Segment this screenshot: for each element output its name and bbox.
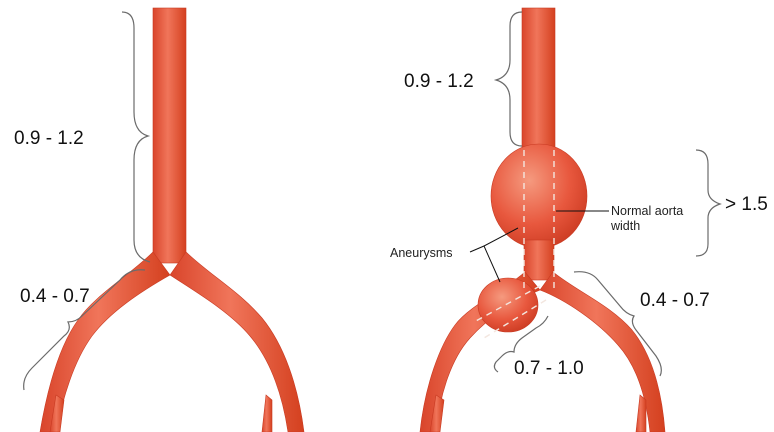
aorta-trunk — [153, 8, 186, 263]
aortic-aneurysm-bulge — [491, 144, 587, 248]
aorta-range-label: 0.9 - 1.2 — [14, 128, 84, 149]
aorta-trunk-upper — [522, 8, 555, 158]
iliac-aneurysm-range-label: 0.7 - 1.0 — [514, 358, 584, 379]
aneurysms-label: Aneurysms — [390, 246, 453, 260]
normal-width-label-line2: width — [610, 219, 640, 233]
normal-aorta-illustration — [40, 8, 304, 432]
aneurysms-leader-base — [470, 246, 484, 252]
iliac-range-label-right: 0.4 - 0.7 — [640, 290, 710, 311]
normal-width-label-line1: Normal aorta — [611, 204, 683, 218]
aneurysm-width-brace — [696, 150, 720, 256]
right-iliac-artery — [170, 252, 304, 432]
aneurysm-range-label: > 1.5 — [725, 194, 768, 215]
right-panel-right-iliac-branch — [636, 395, 646, 432]
aorta-range-label-right: 0.9 - 1.2 — [404, 71, 474, 92]
right-iliac-branch — [262, 395, 272, 432]
iliac-range-label: 0.4 - 0.7 — [20, 286, 90, 307]
aorta-length-brace — [122, 12, 150, 262]
aorta-length-brace-right — [496, 12, 522, 146]
aorta-trunk-lower — [524, 240, 554, 280]
